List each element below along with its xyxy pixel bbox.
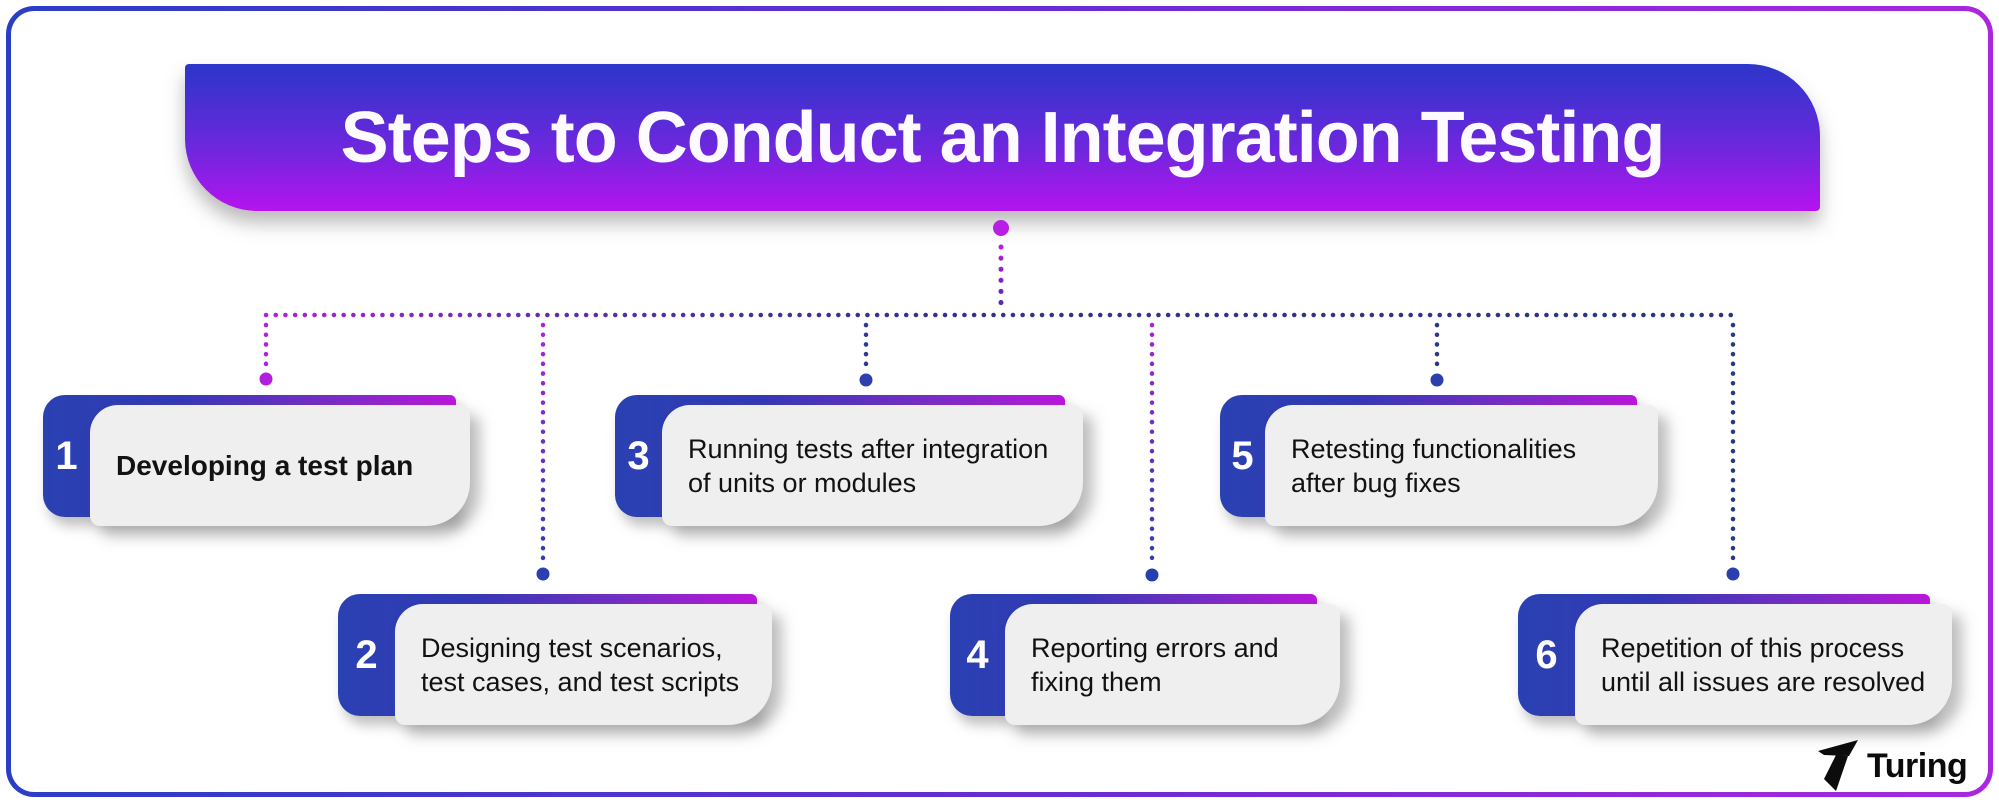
step-card-6: 6 Repetition of this process until all i… [1518,594,1952,726]
step-number: 3 [627,433,650,478]
brand-name: Turing [1867,746,1968,785]
title-banner: Steps to Conduct an Integration Testing [185,64,1820,211]
card-body: Repetition of this process until all iss… [1575,604,1952,725]
step-text: Repetition of this process until all iss… [1601,632,1926,697]
step-text: Designing test scenarios, test cases, an… [421,632,740,697]
step-number: 1 [55,433,78,478]
page-title: Steps to Conduct an Integration Testing [340,97,1666,178]
step-text: Reporting errors and fixing them [1031,632,1279,697]
step-text: Running tests after integration of units… [688,433,1049,498]
step-number: 2 [355,632,378,677]
card-body: Developing a test plan [90,405,470,526]
card-body: Designing test scenarios, test cases, an… [395,604,772,725]
step-card-5: 5 Retesting functionalities after bug fi… [1220,395,1658,527]
step-number: 4 [966,632,989,677]
brand-logo: Turing [1812,738,1968,794]
step-card-3: 3 Running tests after integration of uni… [615,395,1083,527]
step-text: Developing a test plan [116,449,414,481]
card-body: Reporting errors and fixing them [1005,604,1340,725]
step-card-1: 1 Developing a test plan [43,395,470,527]
step-text: Retesting functionalities after bug fixe… [1291,433,1577,498]
step-card-4: 4 Reporting errors and fixing them [950,594,1340,726]
step-number: 6 [1535,632,1558,677]
turing-seven-icon [1818,740,1858,791]
card-body: Retesting functionalities after bug fixe… [1265,405,1658,526]
card-body: Running tests after integration of units… [662,405,1083,526]
step-card-2: 2 Designing test scenarios, test cases, … [338,594,772,726]
step-number: 5 [1231,433,1254,478]
